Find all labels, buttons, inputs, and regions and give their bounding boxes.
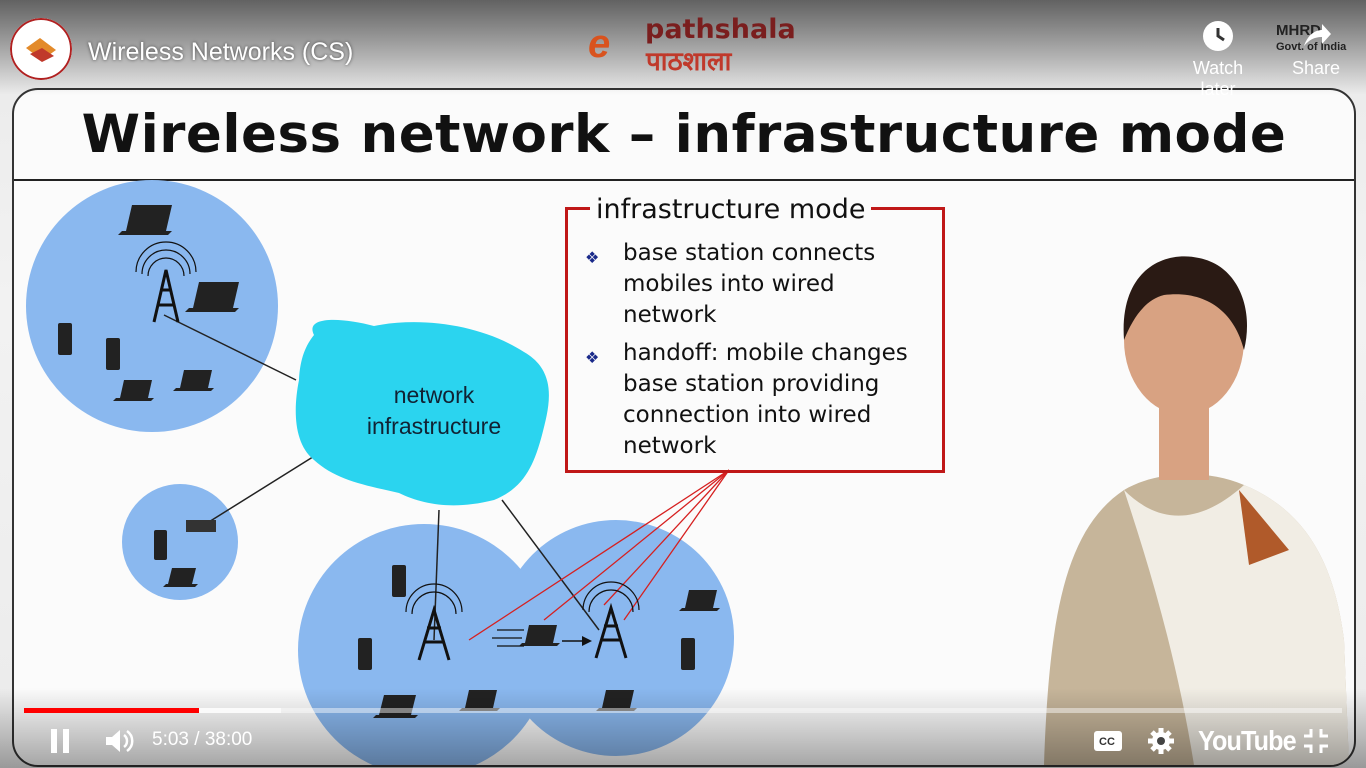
cloud-label: network infrastructure bbox=[344, 380, 524, 442]
bullet-line: base station connects bbox=[623, 240, 876, 266]
volume-icon bbox=[106, 729, 134, 753]
settings-icon bbox=[1148, 728, 1174, 754]
network-cloud bbox=[295, 319, 549, 506]
clock-icon bbox=[1203, 21, 1233, 51]
bullet-line: mobiles into wired bbox=[623, 271, 835, 297]
video-title[interactable]: Wireless Networks (CS) bbox=[88, 38, 354, 66]
brand-logo-hindi: पाठशाला bbox=[646, 46, 732, 76]
network-diagram bbox=[26, 180, 734, 765]
share-label: Share bbox=[1291, 58, 1341, 78]
router-icon bbox=[186, 520, 216, 532]
base-station-tower bbox=[135, 241, 197, 323]
slide-title: Wireless network – infrastructure mode bbox=[81, 104, 1287, 165]
watch-later-button[interactable]: Watch later bbox=[1178, 20, 1258, 100]
share-icon bbox=[1304, 24, 1331, 46]
org-name: MHRD bbox=[1276, 22, 1321, 39]
wireless-cell-small bbox=[122, 484, 238, 600]
title-divider bbox=[14, 179, 1354, 181]
bullet-item: ❖ base station connects mobiles into wir… bbox=[585, 240, 915, 337]
bullet-line: network bbox=[623, 433, 717, 459]
bullet-diamond-icon: ❖ bbox=[585, 348, 600, 367]
cloud-label-line2: infrastructure bbox=[366, 413, 502, 439]
exit-fullscreen-icon bbox=[1304, 729, 1328, 753]
lecture-slide: Wireless network – infrastructure mode bbox=[12, 88, 1356, 767]
bullet-line: connection into wired bbox=[623, 402, 872, 428]
share-button[interactable]: Share bbox=[1276, 20, 1356, 79]
svg-text:CC: CC bbox=[1099, 736, 1115, 748]
exit-fullscreen-button[interactable] bbox=[1296, 723, 1336, 759]
cloud-label-line1: network bbox=[393, 382, 475, 408]
base-station-tower bbox=[582, 581, 640, 659]
bullet-line: network bbox=[623, 302, 717, 328]
org-logo: MHRD Govt. of India bbox=[1276, 22, 1346, 56]
phone-icons bbox=[58, 323, 695, 670]
volume-button[interactable] bbox=[100, 723, 140, 759]
bullet-line: handoff: mobile changes bbox=[623, 340, 908, 366]
laptop-icons bbox=[113, 205, 720, 718]
bullet-item: ❖ handoff: mobile changes base station p… bbox=[585, 340, 915, 467]
brand-logo-text: pathshala bbox=[645, 14, 796, 45]
bullet-diamond-icon: ❖ bbox=[585, 248, 600, 267]
bottom-gradient bbox=[0, 688, 1366, 768]
base-station-tower bbox=[405, 583, 463, 661]
time-display: 5:03 / 38:00 bbox=[152, 729, 252, 751]
duration: 38:00 bbox=[204, 729, 253, 750]
captions-button[interactable]: CC bbox=[1088, 723, 1128, 759]
presenter-figure bbox=[1044, 256, 1349, 765]
pause-icon bbox=[51, 729, 69, 753]
box-title: infrastructure mode bbox=[590, 194, 872, 225]
captions-icon: CC bbox=[1094, 731, 1122, 751]
top-gradient bbox=[0, 0, 1366, 95]
org-subtitle: Govt. of India bbox=[1276, 41, 1347, 53]
time-separator: / bbox=[188, 729, 205, 750]
settings-button[interactable] bbox=[1141, 723, 1181, 759]
youtube-logo[interactable]: YouTube bbox=[1198, 725, 1297, 756]
pause-button[interactable] bbox=[40, 723, 80, 759]
wireless-cell-bottom-right bbox=[498, 520, 734, 756]
wireless-cell-left bbox=[26, 180, 278, 432]
brand-logo-e: e bbox=[588, 22, 611, 66]
progress-played bbox=[24, 708, 200, 713]
current-time: 5:03 bbox=[152, 729, 189, 750]
bullet-line: base station providing bbox=[623, 371, 880, 397]
watch-later-label: Watch later bbox=[1192, 58, 1244, 99]
progress-bar[interactable] bbox=[24, 708, 1342, 713]
channel-logo[interactable] bbox=[10, 18, 72, 80]
